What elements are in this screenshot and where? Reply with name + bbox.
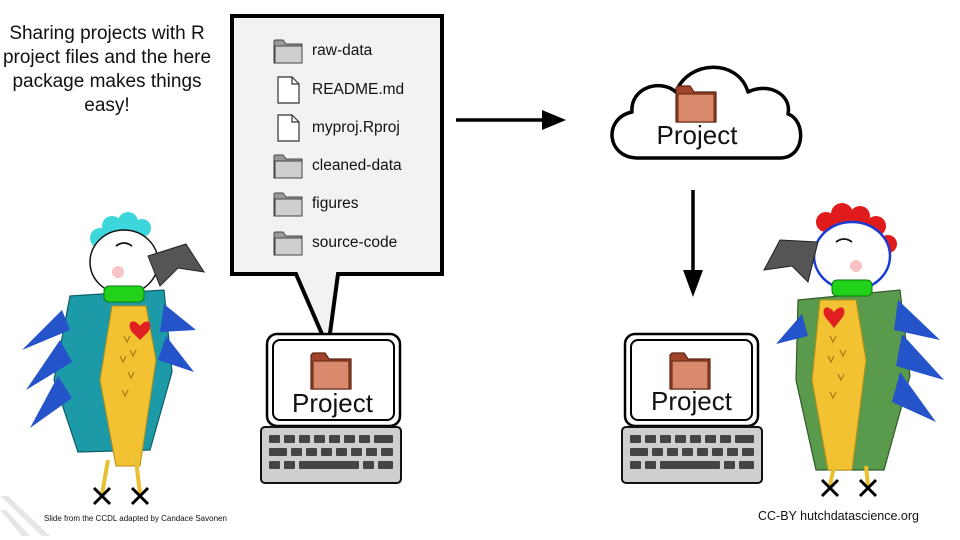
file-name: raw-data: [312, 42, 373, 59]
file-name: cleaned-data: [312, 157, 402, 174]
right-parrot-illustration: [763, 203, 944, 498]
license-text: CC-BY hutchdatascience.org: [758, 509, 919, 523]
file-icon: [277, 76, 300, 104]
file-name: source-code: [312, 234, 398, 251]
credit-text: Slide from the CCDL adapted by Candace S…: [44, 514, 227, 523]
folder-icon: [273, 192, 303, 217]
file-list-item: myproj.Rproj: [272, 113, 400, 143]
file-list-item: README.md: [272, 75, 404, 105]
right-project-label: Project: [651, 386, 732, 416]
left-keyboard-icon: [260, 426, 402, 484]
left-project-label: Project: [292, 388, 373, 418]
arrow-right-icon: [456, 110, 566, 130]
file-name: README.md: [312, 81, 405, 98]
arrow-down-icon: [683, 190, 703, 297]
intro-text: Sharing projects with R project files an…: [2, 23, 212, 116]
file-list-item: source-code: [272, 228, 397, 258]
file-list-item: figures: [272, 189, 359, 219]
left-parrot-illustration: [22, 212, 206, 506]
corner-stripe-decoration: [0, 496, 50, 536]
file-name: myproj.Rproj: [312, 119, 400, 136]
cloud-project-label: Project: [656, 120, 738, 150]
file-list-item: raw-data: [272, 36, 372, 66]
folder-icon: [273, 231, 303, 256]
file-icon: [277, 114, 300, 142]
folder-icon: [273, 39, 303, 64]
cloud-project-folder-icon: [675, 85, 717, 123]
folder-icon: [273, 154, 303, 179]
file-name: figures: [312, 195, 359, 212]
file-list-item: cleaned-data: [272, 151, 402, 181]
right-keyboard-icon: [621, 426, 763, 484]
